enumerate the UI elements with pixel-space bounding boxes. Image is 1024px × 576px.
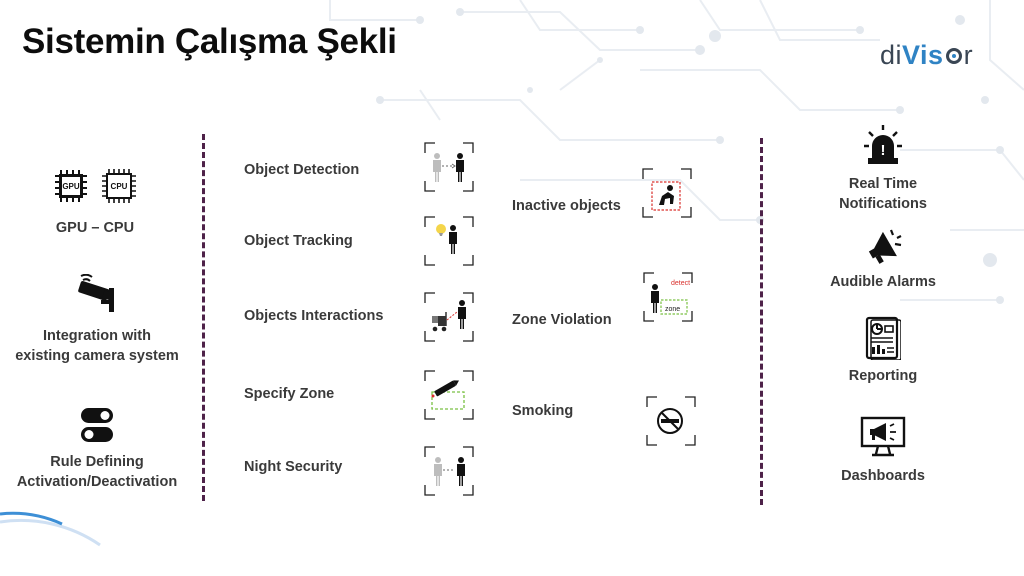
gpu-cpu-label: GPU – CPU	[55, 220, 135, 236]
rules-label-line1: Rule Defining	[50, 454, 144, 470]
alarms-block: Audible Alarms	[808, 226, 958, 292]
rule-defining-block: Rule Defining Activation/Deactivation	[0, 406, 194, 492]
gpu-cpu-block: GPU CPU GPU – CPU	[20, 166, 170, 238]
dashboard-monitor-icon	[860, 416, 906, 457]
feature-specify-zone: Specify Zone	[244, 386, 335, 402]
notifications-label-line1: Real Time	[848, 176, 918, 192]
feature-inactive-objects: Inactive objects	[512, 198, 621, 214]
object-tracking-icon	[424, 216, 474, 266]
reporting-block: Reporting	[808, 316, 958, 386]
night-security-icon	[424, 446, 474, 496]
feature-object-tracking: Object Tracking	[244, 233, 353, 249]
rules-label-line2: Activation/Deactivation	[16, 474, 178, 490]
alarms-label: Audible Alarms	[830, 274, 936, 290]
feature-smoking: Smoking	[512, 403, 574, 419]
page-title: Sistemin Çalışma Şekli	[22, 22, 397, 61]
dashboards-label: Dashboards	[841, 468, 925, 484]
camera-label-line2: existing camera system	[15, 348, 179, 364]
camera-integration-block: Integration with existing camera system	[0, 274, 194, 366]
no-smoking-icon	[646, 396, 696, 446]
objects-interactions-icon	[424, 292, 474, 342]
dashboards-block: Dashboards	[808, 416, 958, 486]
camera-label-line1: Integration with	[43, 328, 151, 344]
zone-violation-detect-tag: detect	[671, 280, 690, 287]
alarm-light-icon: !	[864, 125, 902, 164]
feature-objects-interactions: Objects Interactions	[244, 308, 384, 324]
zone-violation-icon: detect zone	[643, 272, 693, 322]
specify-zone-icon	[424, 370, 474, 420]
megaphone-icon	[868, 229, 902, 264]
logo-part-vis: Vis	[902, 40, 944, 70]
feature-zone-violation: Zone Violation	[512, 312, 612, 328]
gpu-chip-icon: GPU	[55, 170, 87, 202]
logo-part-r: r	[963, 40, 974, 70]
object-detection-icon	[424, 142, 474, 192]
toggle-icon	[81, 408, 113, 442]
cpu-chip-text: CPU	[111, 182, 128, 191]
notifications-block: ! Real Time Notifications	[808, 124, 958, 214]
camera-icon	[78, 274, 114, 312]
feature-object-detection: Object Detection	[244, 162, 360, 178]
cpu-chip-icon: CPU	[102, 169, 136, 203]
logo-part-di: di	[880, 40, 903, 70]
gpu-chip-text: GPU	[62, 182, 80, 191]
zone-violation-zone-tag: zone	[665, 306, 680, 313]
svg-text:!: !	[881, 142, 886, 159]
inactive-objects-icon	[642, 168, 692, 218]
logo-o-icon	[945, 48, 962, 64]
left-divider	[202, 134, 205, 501]
right-divider	[760, 138, 763, 505]
notifications-label-line2: Notifications	[839, 196, 927, 212]
feature-night-security: Night Security	[244, 459, 343, 475]
report-icon	[865, 316, 901, 360]
reporting-label: Reporting	[848, 368, 918, 384]
